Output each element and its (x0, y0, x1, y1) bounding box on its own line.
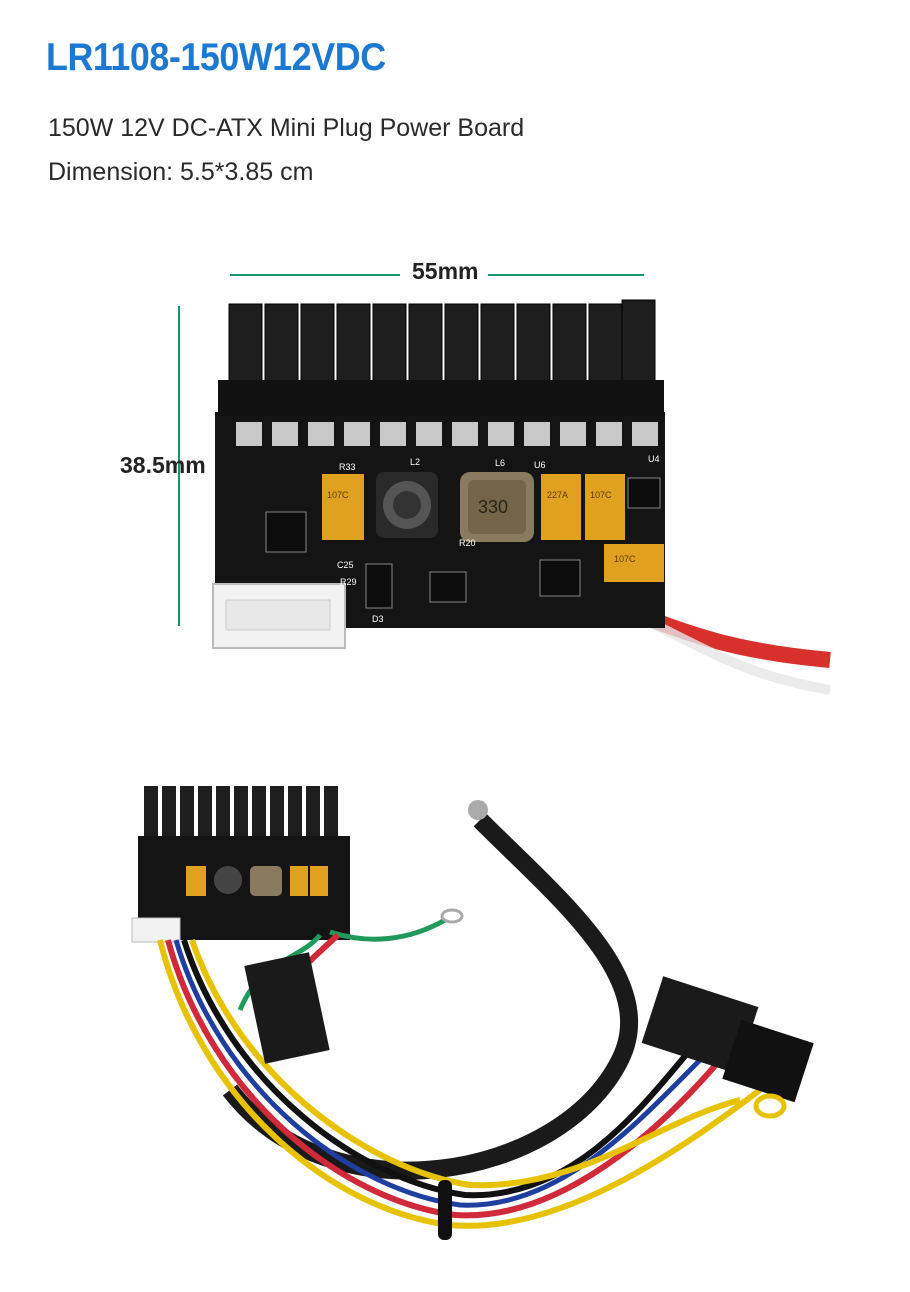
label-u4: U4 (648, 454, 660, 464)
label-inductor-l6: 330 (478, 497, 508, 517)
label-u6: U6 (534, 460, 546, 470)
height-label: 38.5mm (120, 452, 206, 478)
width-label: 55mm (412, 258, 479, 284)
product-dimension: Dimension: 5.5*3.85 cm (48, 158, 314, 186)
label-cap-left: 107C (327, 490, 349, 500)
width-dimension-line-left (230, 274, 400, 276)
label-cap-right: 107C (590, 490, 612, 500)
label-l6: L6 (495, 458, 505, 468)
label-cap-bottom: 107C (614, 554, 636, 564)
width-dimension-line-right (488, 274, 644, 276)
product-description: 150W 12V DC-ATX Mini Plug Power Board (48, 114, 525, 142)
label-c25: C25 (337, 560, 354, 570)
label-cap-mid: 227A (547, 490, 568, 500)
model-title: LR1108-150W12VDC (46, 36, 386, 79)
label-r33: R33 (339, 462, 356, 472)
label-r29: R29 (340, 577, 357, 587)
label-d3: D3 (372, 614, 384, 624)
label-r20: R20 (459, 538, 476, 548)
label-l2: L2 (410, 457, 420, 467)
height-dimension-line (178, 306, 180, 626)
